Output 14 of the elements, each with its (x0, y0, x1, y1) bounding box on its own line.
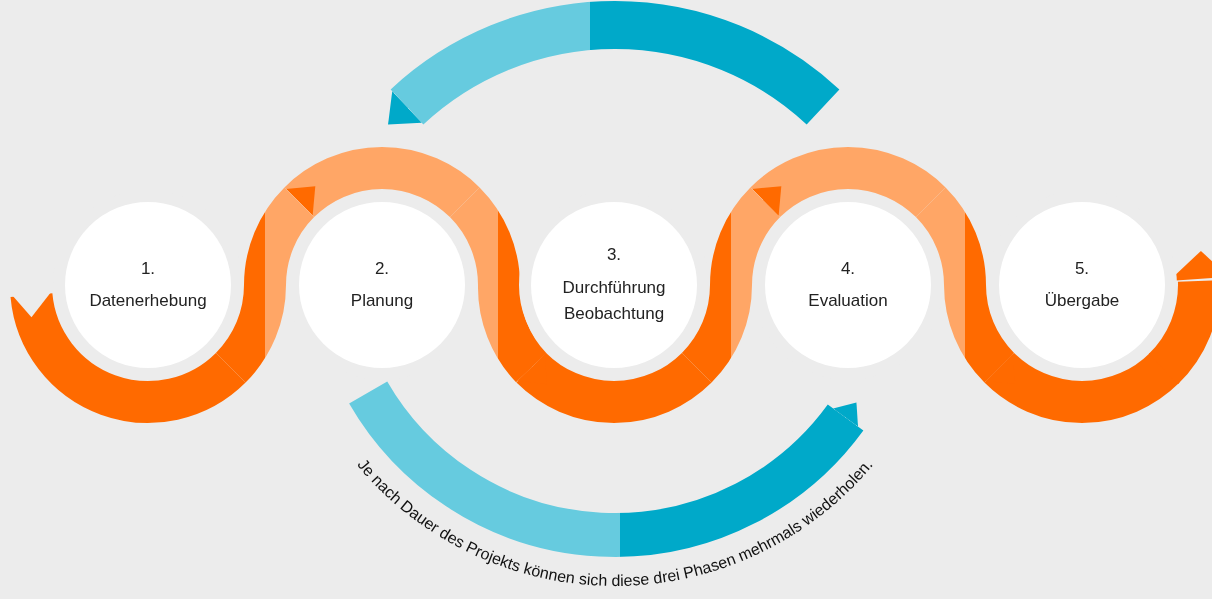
step-title: Evaluation (808, 290, 888, 312)
step-number: 5. (1074, 257, 1090, 280)
step-number: 3. (606, 244, 622, 267)
step-title: Durchführung Beobachtung (561, 276, 667, 326)
ribbon-arrow (215, 185, 315, 382)
step-title: Übergabe (1044, 290, 1120, 312)
step-number: 1. (140, 257, 156, 280)
step-number: 2. (374, 257, 390, 280)
step-title: Planung (350, 290, 414, 312)
ribbon-arrow (681, 185, 781, 382)
step-title: Datenerhebung (89, 290, 207, 312)
ribbon-arrow (915, 188, 1015, 385)
ribbon-arrow (449, 188, 548, 386)
step-number: 4. (840, 257, 856, 280)
